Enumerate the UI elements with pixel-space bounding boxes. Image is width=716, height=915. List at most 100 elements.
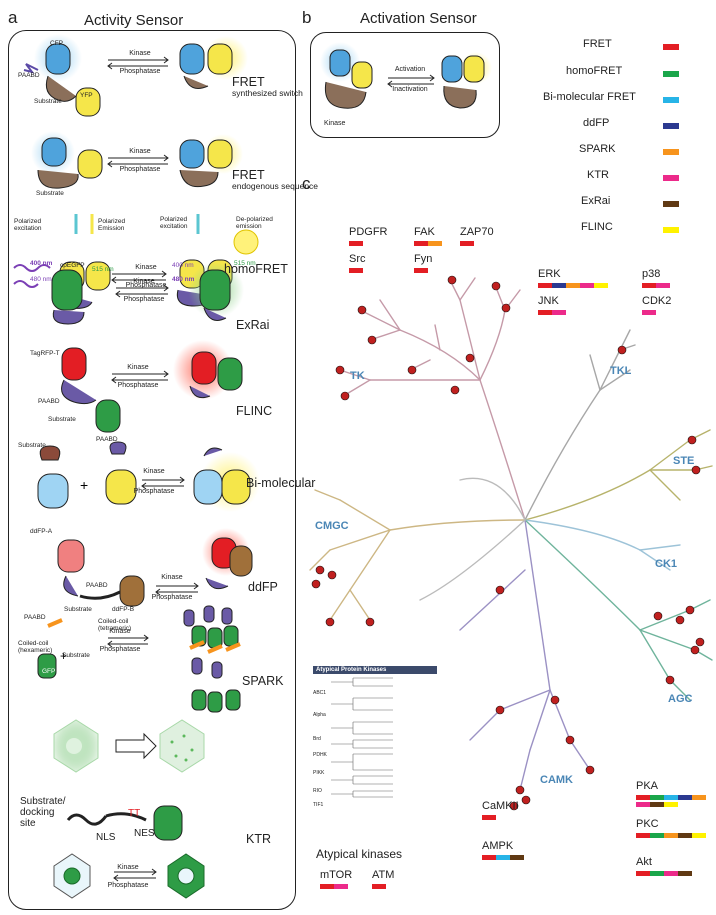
spark-substrate-label: Substrate [62, 652, 90, 659]
kinase-name: JNK [538, 295, 559, 307]
sensor-swatch [650, 871, 664, 876]
legend-bimolecular-fret: Bi-molecular FRET [543, 91, 705, 107]
kinase-label-2: Kinase [129, 148, 151, 155]
kinase-sensor-bar [349, 241, 388, 246]
sensor-swatch [678, 833, 692, 838]
sensor-swatch [650, 802, 664, 807]
cpegfp-label: cpEGFP [60, 262, 85, 269]
legend-homofret: homoFRET [555, 65, 705, 81]
legend-fret: FRET [555, 38, 705, 54]
kinase-name: FAK [414, 226, 435, 238]
tagrfp-label: TagRFP-T [30, 350, 60, 357]
spark-paabd-label: PAABD [24, 614, 46, 621]
pol-exc-label: Polarized excitation [14, 218, 42, 232]
sensor-swatch [482, 815, 496, 820]
sensor-swatch [692, 795, 706, 800]
sensor-bimolecular: Bi-molecular [246, 476, 316, 490]
sensor-swatch [538, 310, 552, 315]
kinase-camkii: CaMKII [482, 800, 519, 820]
kinase-jnk: JNK [538, 295, 566, 315]
panel-b-letter: b [302, 8, 312, 27]
kinase-sensor-bar [642, 310, 671, 315]
kinase-sensor-bar [414, 241, 442, 246]
atypical-heading: Atypical kinases [316, 847, 403, 861]
phosphatase-label-5: Phosphatase [117, 382, 159, 389]
nm400b-label: 400 nm [172, 262, 194, 269]
ddfp-substrate-label: Substrate [64, 606, 92, 613]
sensor-swatch [580, 283, 594, 288]
sensor-swatch [510, 855, 524, 860]
sensor-swatch [678, 871, 692, 876]
pol-exc-label-2: Polarized excitation [160, 216, 188, 230]
kinase-sensor-bar [636, 795, 706, 807]
group-camk: CAMK [540, 774, 573, 786]
kinase-name: CDK2 [642, 295, 672, 307]
sensor-swatch [636, 833, 650, 838]
ddfpb-label: ddFP-B [112, 606, 135, 613]
kinase-src: Src [349, 253, 366, 273]
sensor-swatch [650, 795, 664, 800]
panel-a-title: Activity Sensor [84, 12, 184, 29]
kinase-name: CaMKII [482, 800, 519, 812]
group-ste: STE [673, 455, 695, 467]
yfp-label: YFP [80, 92, 93, 99]
ddfp-paabd-label: PAABD [86, 582, 108, 589]
legend-ddfp: ddFP [555, 117, 705, 133]
sensor-ktr: KTR [246, 832, 271, 846]
legend-exrai: ExRai [555, 195, 705, 211]
sensor-exrai: ExRai [236, 318, 270, 332]
phosphatase-label-4: Phosphatase [123, 296, 165, 303]
nm480a-label: 480 nm [30, 276, 52, 283]
kinase-cdk2: CDK2 [642, 295, 671, 315]
phosphatase-label-9: Phosphatase [107, 882, 149, 889]
kinase-erk: ERK [538, 268, 608, 288]
bm-substrate-label: Substrate [18, 442, 46, 449]
sensor-swatch [636, 802, 650, 807]
sensor-swatch [538, 283, 552, 288]
nm480b-label: 480 nm [172, 276, 195, 283]
kinase-name: PDGFR [349, 226, 388, 238]
sensor-swatch [414, 241, 428, 246]
sensor-swatch [678, 795, 692, 800]
kinase-name: PKC [636, 818, 659, 830]
sensor-swatch [460, 241, 474, 246]
substrate-label: Substrate [34, 98, 62, 105]
sensor-swatch [642, 283, 656, 288]
kinase-sensor-bar [636, 871, 692, 876]
kinase-mtor: mTOR [320, 869, 352, 889]
ktr-substrate-label: Substrate/ docking site [20, 796, 66, 829]
sensor-swatch [552, 310, 566, 315]
kinase-sensor-bar [482, 855, 524, 860]
legend-spark: SPARK [555, 143, 705, 159]
kinase-name: ZAP70 [460, 226, 494, 238]
sensor-swatch [664, 833, 678, 838]
bm-paabd-label: PAABD [96, 436, 118, 443]
atypical-tree [331, 677, 393, 798]
group-agc: AGC [668, 693, 693, 705]
kinase-fyn: Fyn [414, 253, 432, 273]
kinase-label-6: Kinase [143, 468, 165, 475]
atypical-box-title: Atypical Protein Kinases [313, 666, 437, 674]
kinase-name: Akt [636, 856, 652, 868]
phosphatase-label-1: Phosphatase [119, 68, 161, 75]
depol-em-label: De-polarized emission [236, 216, 273, 230]
ktr-tt-label: TT [128, 808, 141, 819]
group-ck1: CK1 [655, 558, 678, 570]
svg-text:+: + [60, 649, 67, 663]
atypical-family-pdhk: PDHK [313, 752, 327, 758]
atypical-family-pikk: PIKK [313, 770, 325, 776]
kinase-label-7: Kinase [161, 574, 183, 581]
kinase-sensor-bar [460, 241, 494, 246]
sensor-swatch [636, 795, 650, 800]
sensor-swatch [552, 283, 566, 288]
panel-c-letter: c [302, 174, 311, 193]
kinase-label-4: Kinase [133, 278, 155, 285]
kinase-name: Src [349, 253, 366, 265]
atypical-box: Atypical Protein Kinases ABC1 Alpha Brd … [313, 666, 437, 814]
atypical-family-brd: Brd [313, 736, 321, 742]
phosphatase-label-2: Phosphatase [119, 166, 161, 173]
group-tk: TK [350, 370, 365, 382]
kinase-name: ERK [538, 268, 561, 280]
kinase-zap70: ZAP70 [460, 226, 494, 246]
